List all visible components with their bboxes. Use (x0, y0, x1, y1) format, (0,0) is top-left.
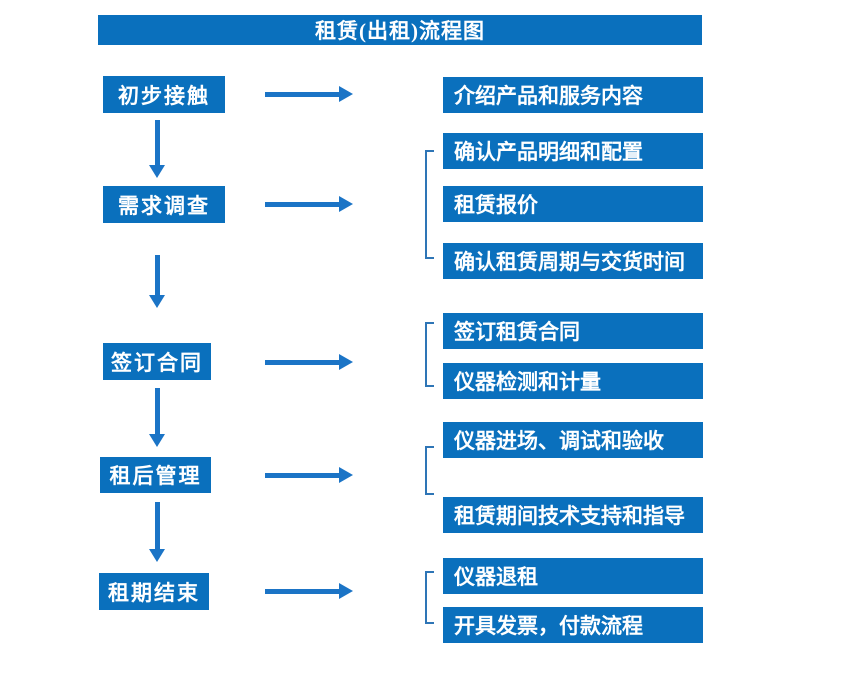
step-box-demand-survey: 需求调查 (103, 186, 225, 223)
arrow-down-icon (149, 120, 165, 178)
arrow-shaft (154, 502, 160, 550)
arrow-head (149, 434, 165, 447)
detail-box-technical-support: 租赁期间技术支持和指导 (443, 497, 703, 533)
arrow-right-icon (265, 467, 353, 483)
detail-box-instrument-setup: 仪器进场、调试和验收 (443, 422, 703, 458)
detail-box-confirm-product-details: 确认产品明细和配置 (443, 133, 703, 169)
detail-box-introduce-products: 介绍产品和服务内容 (443, 77, 703, 113)
step-box-rental-end: 租期结束 (99, 573, 209, 610)
arrow-shaft (154, 388, 160, 435)
step-box-sign-contract: 签订合同 (103, 343, 211, 380)
group-bracket-icon (425, 150, 434, 259)
step-box-post-rental-management: 租后管理 (100, 457, 211, 493)
arrow-head (149, 549, 165, 562)
arrow-head (339, 196, 353, 212)
arrow-head (339, 583, 353, 599)
arrow-shaft (265, 588, 340, 594)
arrow-head (149, 295, 165, 308)
arrow-right-icon (265, 354, 353, 370)
arrow-shaft (265, 359, 340, 365)
arrow-shaft (265, 201, 340, 207)
arrow-right-icon (265, 196, 353, 212)
arrow-head (339, 467, 353, 483)
arrow-down-icon (149, 388, 165, 447)
arrow-head (339, 86, 353, 102)
flowchart-title: 租赁(出租)流程图 (98, 15, 702, 45)
arrow-shaft (154, 255, 160, 296)
group-bracket-icon (425, 571, 434, 624)
detail-box-invoice-payment: 开具发票，付款流程 (443, 607, 703, 643)
arrow-right-icon (265, 583, 353, 599)
step-box-initial-contact: 初步接触 (103, 76, 225, 113)
arrow-head (149, 165, 165, 178)
detail-box-instrument-inspection: 仪器检测和计量 (443, 363, 703, 399)
detail-box-sign-rental-contract: 签订租赁合同 (443, 313, 703, 349)
arrow-shaft (265, 472, 340, 478)
detail-box-confirm-rental-period: 确认租赁周期与交货时间 (443, 243, 703, 279)
detail-box-rental-quotation: 租赁报价 (443, 186, 703, 222)
arrow-down-icon (149, 255, 165, 308)
arrow-shaft (154, 120, 160, 166)
arrow-down-icon (149, 502, 165, 562)
group-bracket-icon (425, 446, 434, 495)
arrow-head (339, 354, 353, 370)
arrow-shaft (265, 91, 340, 97)
detail-box-instrument-return: 仪器退租 (443, 558, 703, 594)
arrow-right-icon (265, 86, 353, 102)
group-bracket-icon (425, 322, 434, 387)
